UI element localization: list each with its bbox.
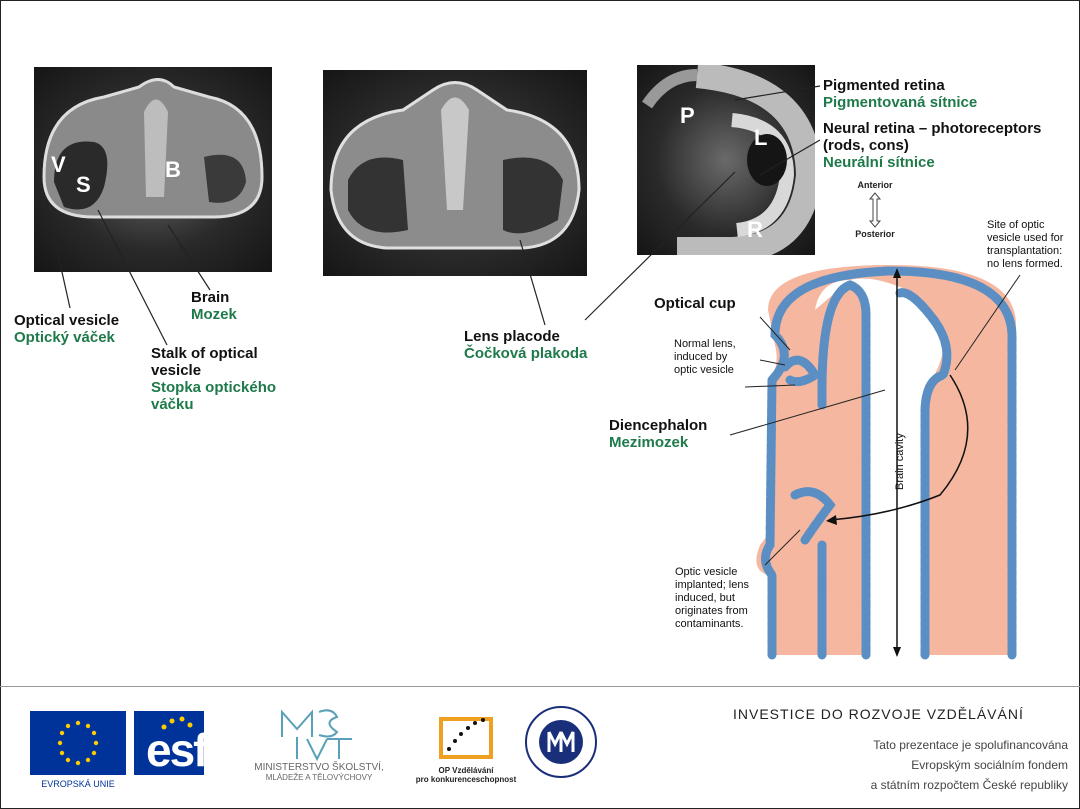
esf-logo: esf [134, 711, 228, 775]
site-note-4: no lens formed. [987, 258, 1063, 271]
optical-vesicle-cz: Optický váček [14, 329, 119, 346]
eu-flag-logo [30, 711, 126, 775]
op-text-1: OP Vzdělávání [412, 766, 520, 775]
pigmented-retina-en: Pigmented retina [823, 77, 977, 94]
implanted-2: implanted; lens [675, 579, 749, 592]
neural-retina-label: Neural retina – photoreceptors (rods, co… [823, 120, 1041, 171]
neural-retina-en-2: (rods, cons) [823, 137, 1041, 154]
footer-divider [0, 686, 1080, 687]
diencephalon-cz: Mezimozek [609, 434, 707, 451]
posterior-text: Posterior [855, 229, 895, 239]
site-note: Site of optic vesicle used for transplan… [987, 219, 1063, 271]
site-note-3: transplantation: [987, 245, 1063, 258]
op-text-2: pro konkurenceschopnost [412, 775, 520, 784]
implanted-5: contaminants. [675, 618, 749, 631]
diencephalon-en: Diencephalon [609, 417, 707, 434]
pigmented-retina-cz: Pigmentovaná sítnice [823, 94, 977, 111]
msmt-text-1: MINISTERSTVO ŠKOLSTVÍ, [234, 762, 404, 773]
optical-vesicle-en: Optical vesicle [14, 312, 119, 329]
cofin-line-1: Tato prezentace je spolufinancována [873, 738, 1068, 752]
lens-placode-cz: Čočková plakoda [464, 345, 587, 362]
stalk-cz-2: váčku [151, 396, 276, 413]
neural-retina-cz: Neurální sítnice [823, 154, 1041, 171]
neural-retina-en-1: Neural retina – photoreceptors [823, 120, 1041, 137]
implanted-4: originates from [675, 605, 749, 618]
op-logo [433, 709, 499, 763]
msmt-text: MINISTERSTVO ŠKOLSTVÍ, MLÁDEŽE A TĚLOVÝC… [234, 762, 404, 782]
optical-cup-label: Optical cup [654, 295, 736, 312]
cofin-line-2: Evropským sociálním fondem [911, 758, 1068, 772]
diencephalon-label: Diencephalon Mezimozek [609, 417, 707, 451]
site-note-2: vesicle used for [987, 232, 1063, 245]
normal-lens-1: Normal lens, [674, 338, 736, 351]
muni-seal-logo [523, 704, 599, 780]
normal-lens-note: Normal lens, induced by optic vesicle [674, 338, 736, 377]
eu-label: EVROPSKÁ UNIE [30, 779, 126, 789]
investice-heading: INVESTICE DO ROZVOJE VZDĚLÁVÁNÍ [733, 706, 1024, 722]
pigmented-retina-label: Pigmented retina Pigmentovaná sítnice [823, 77, 977, 111]
cofin-line-3: a státním rozpočtem České republiky [871, 778, 1068, 792]
esf-text: esf [146, 727, 206, 773]
op-text: OP Vzdělávání pro konkurenceschopnost [412, 766, 520, 784]
brain-cz: Mozek [191, 306, 237, 323]
stalk-en-2: vesicle [151, 362, 276, 379]
optical-vesicle-label: Optical vesicle Optický váček [14, 312, 119, 346]
brain-label: Brain Mozek [191, 289, 237, 323]
implanted-note: Optic vesicle implanted; lens induced, b… [675, 566, 749, 631]
stalk-cz-1: Stopka optického [151, 379, 276, 396]
implanted-3: induced, but [675, 592, 749, 605]
stalk-en-1: Stalk of optical [151, 345, 276, 362]
msmt-text-2: MLÁDEŽE A TĚLOVÝCHOVY [234, 773, 404, 782]
brain-cavity-text: Brain cavity [894, 433, 906, 490]
normal-lens-2: induced by [674, 351, 736, 364]
implanted-1: Optic vesicle [675, 566, 749, 579]
msmt-logo [277, 707, 357, 761]
normal-lens-3: optic vesicle [674, 364, 736, 377]
site-note-1: Site of optic [987, 219, 1063, 232]
brain-en: Brain [191, 289, 237, 306]
optical-cup-en: Optical cup [654, 295, 736, 312]
lens-placode-label: Lens placode Čočková plakoda [464, 328, 587, 362]
lens-placode-en: Lens placode [464, 328, 587, 345]
stalk-label: Stalk of optical vesicle Stopka optickéh… [151, 345, 276, 413]
anterior-text: Anterior [857, 180, 893, 190]
